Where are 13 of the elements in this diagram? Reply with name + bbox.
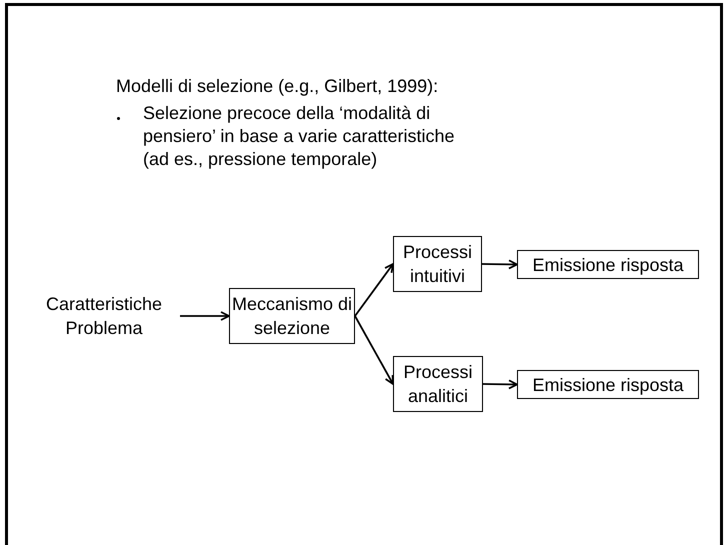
process-box: Emissione risposta (517, 370, 699, 399)
node-text: Caratteristiche Problema (30, 290, 178, 342)
process-box: Emissione risposta (517, 250, 699, 279)
process-box: Processi analitici (393, 356, 483, 412)
arrow (180, 311, 230, 321)
arrow (482, 379, 518, 390)
heading-text: Modelli di selezione (e.g., Gilbert, 1999): (116, 75, 438, 98)
bullet-text: Selezione precoce della ‘modalità di pensiero’ in base a varie caratteristiche (ad es., pressione temporale) (143, 102, 456, 171)
process-box: Processi intuitivi (393, 236, 482, 292)
arrow (482, 259, 518, 270)
process-box: Meccanismo di selezione (229, 288, 355, 344)
arrow (354, 316, 394, 385)
arrow (354, 263, 394, 317)
